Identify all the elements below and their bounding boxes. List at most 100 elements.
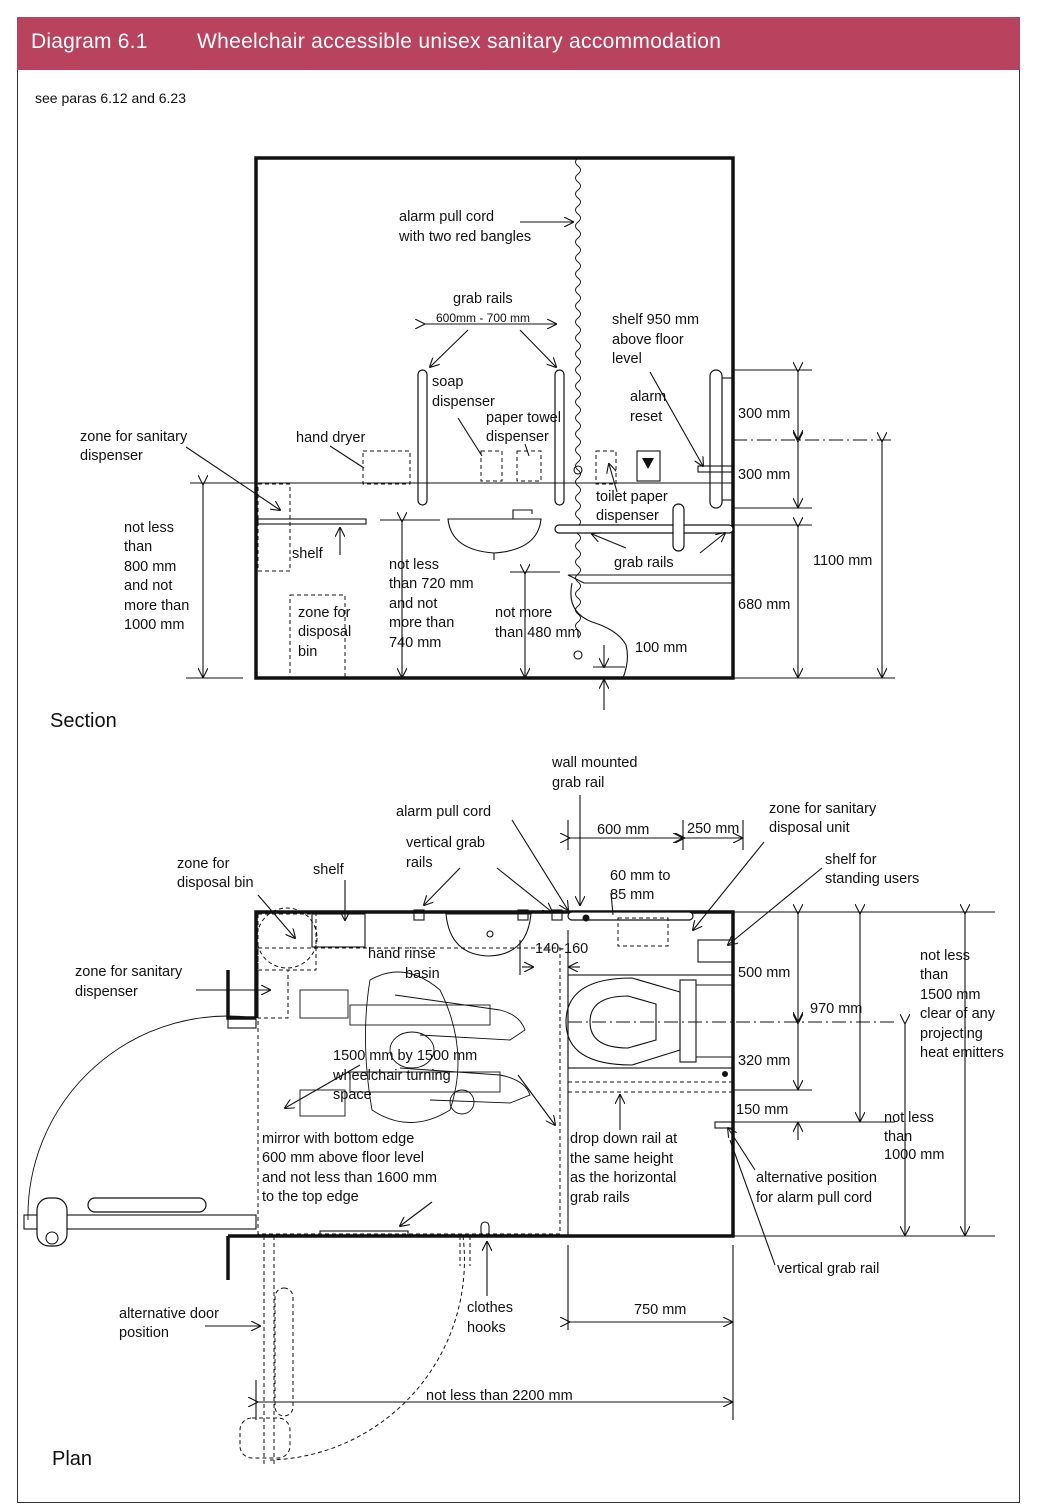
label-grab-rails-spacing: 600mm - 700 mm [436, 311, 530, 325]
label-plan-zone-bin-2: disposal bin [177, 875, 254, 891]
plan-room-walls [254, 910, 735, 1238]
label-plan-shelf: shelf [313, 862, 345, 878]
label-basin-5: 740 mm [389, 635, 441, 651]
disposal-bin-zone [257, 913, 317, 971]
label-not-less-1500-1: not less [920, 948, 970, 964]
label-dim-300-lower: 300 mm [738, 467, 790, 483]
disposal-bin-zone [289, 594, 346, 678]
label-turning-3: space [333, 1087, 372, 1103]
label-height-2: than [124, 539, 152, 555]
plan-wc-pan [565, 977, 681, 1066]
label-height-5: more than [124, 598, 189, 614]
alt-alarm-position [714, 1121, 734, 1129]
plan-drawing [23, 795, 995, 1466]
label-zone-bin-1: zone for [298, 605, 351, 621]
alarm-bangle-lower [573, 650, 583, 660]
label-not-less-1500-2: than [920, 967, 948, 983]
label-zone-disposal-unit-2: disposal unit [769, 820, 850, 836]
label-soap-2: dispenser [432, 394, 495, 410]
label-seat-2: than 480 mm [495, 625, 580, 641]
door-pull-rail [87, 1197, 207, 1213]
label-shelf-standing-1: shelf for [825, 852, 877, 868]
label-dim-140-160: 140-160 [535, 941, 588, 957]
standing-shelf [697, 939, 734, 963]
label-plan-alarm-cord: alarm pull cord [396, 804, 491, 820]
label-alt-door-1: alternative door [119, 1306, 219, 1322]
label-vertical-rails-1: vertical grab [406, 835, 485, 851]
label-mirror-1: mirror with bottom edge [262, 1131, 414, 1147]
label-alt-door-2: position [119, 1325, 169, 1341]
horizontal-grab-rail [554, 524, 734, 534]
section-drawing [185, 156, 895, 710]
label-dim-300-upper: 300 mm [738, 406, 790, 422]
label-hand-dryer: hand dryer [296, 430, 365, 446]
disposal-unit-zone [617, 917, 669, 947]
label-alarm-cord-2: with two red bangles [398, 229, 531, 245]
label-shelf-950-2: above floor [612, 332, 684, 348]
paper-towel-zone [516, 450, 542, 482]
plan-shelf [311, 913, 366, 948]
door-swing-arc [27, 1015, 257, 1221]
label-clothes-1: clothes [467, 1300, 513, 1316]
plan-drop-down-rail [679, 979, 697, 1063]
wall-grab-rail-vertical [709, 369, 723, 509]
label-basin-1: not less [389, 557, 439, 573]
label-drop-rail-3: as the horizontal [570, 1170, 676, 1186]
plan-heading: Plan [52, 1448, 93, 1470]
label-height-1: not less [124, 520, 174, 536]
door-jamb-upper [226, 970, 256, 1020]
plan-basin [445, 913, 532, 957]
label-drop-rail-2: the same height [570, 1151, 673, 1167]
label-dim-680: 680 mm [738, 597, 790, 613]
label-shelf-950-3: level [612, 351, 642, 367]
label-not-less-1000-3: 1000 mm [884, 1147, 944, 1163]
alarm-pull-cord [575, 157, 581, 639]
label-hand-basin-2: basin [405, 966, 440, 982]
label-basin-3: and not [389, 596, 437, 612]
label-zone-bin-2: disposal [298, 624, 351, 640]
plan-mirror [319, 1230, 409, 1237]
label-shelf-standing-2: standing users [825, 871, 919, 887]
label-not-less-1000-2: than [884, 1129, 912, 1145]
sanitary-dispenser-zone [257, 483, 291, 572]
drop-down-rail-end [672, 503, 685, 552]
paragraph-reference: see paras 6.12 and 6.23 [35, 90, 187, 106]
label-zone-disposal-unit-1: zone for sanitary [769, 801, 877, 817]
label-hand-basin-1: hand rinse [368, 946, 436, 962]
vertical-rail-left [413, 909, 425, 921]
label-paper-towel-2: dispenser [486, 429, 549, 445]
label-height-3: 800 mm [124, 559, 176, 575]
label-seat-1: not more [495, 605, 552, 621]
label-not-less-1500-3: 1500 mm [920, 987, 980, 1003]
label-grab-rails-lower: grab rails [614, 555, 674, 571]
soap-dispenser-zone [480, 450, 503, 482]
clothes-hook [480, 1221, 490, 1237]
label-dim-320: 320 mm [738, 1053, 790, 1069]
alt-door-rail [274, 1287, 294, 1417]
label-not-less-1500-5: projecting [920, 1026, 983, 1042]
label-toilet-paper-1: toilet paper [596, 489, 668, 505]
door-handle-rail [36, 1197, 68, 1247]
label-dim-1100: 1100 mm [813, 553, 872, 569]
label-vertical-rails-2: rails [406, 855, 433, 871]
diagram-title: Wheelchair accessible unisex sanitary ac… [197, 30, 722, 53]
hand-dryer-zone [362, 450, 411, 485]
label-alt-alarm-1: alternative position [756, 1170, 877, 1186]
label-plan-zone-bin-1: zone for [177, 856, 230, 872]
label-wall-rail-1: wall mounted [551, 755, 637, 771]
label-plan-zone-dispenser-1: zone for sanitary [75, 964, 183, 980]
label-dim-970: 970 mm [810, 1001, 862, 1017]
label-dim-500: 500 mm [738, 965, 790, 981]
label-turning-2: wheelchair turning [332, 1068, 451, 1084]
section-heading: Section [50, 710, 117, 732]
label-alt-alarm-2: for alarm pull cord [756, 1190, 872, 1206]
section-shelf [257, 518, 367, 525]
label-clothes-2: hooks [467, 1320, 506, 1336]
label-alarm-reset-2: reset [630, 409, 662, 425]
label-paper-towel-1: paper towel [486, 410, 561, 426]
basin-tap-icon [512, 509, 533, 519]
section-labels: alarm pull cord with two red bangles gra… [80, 209, 872, 660]
label-not-less-1500-6: heat emitters [920, 1045, 1004, 1061]
label-height-4: and not [124, 578, 172, 594]
